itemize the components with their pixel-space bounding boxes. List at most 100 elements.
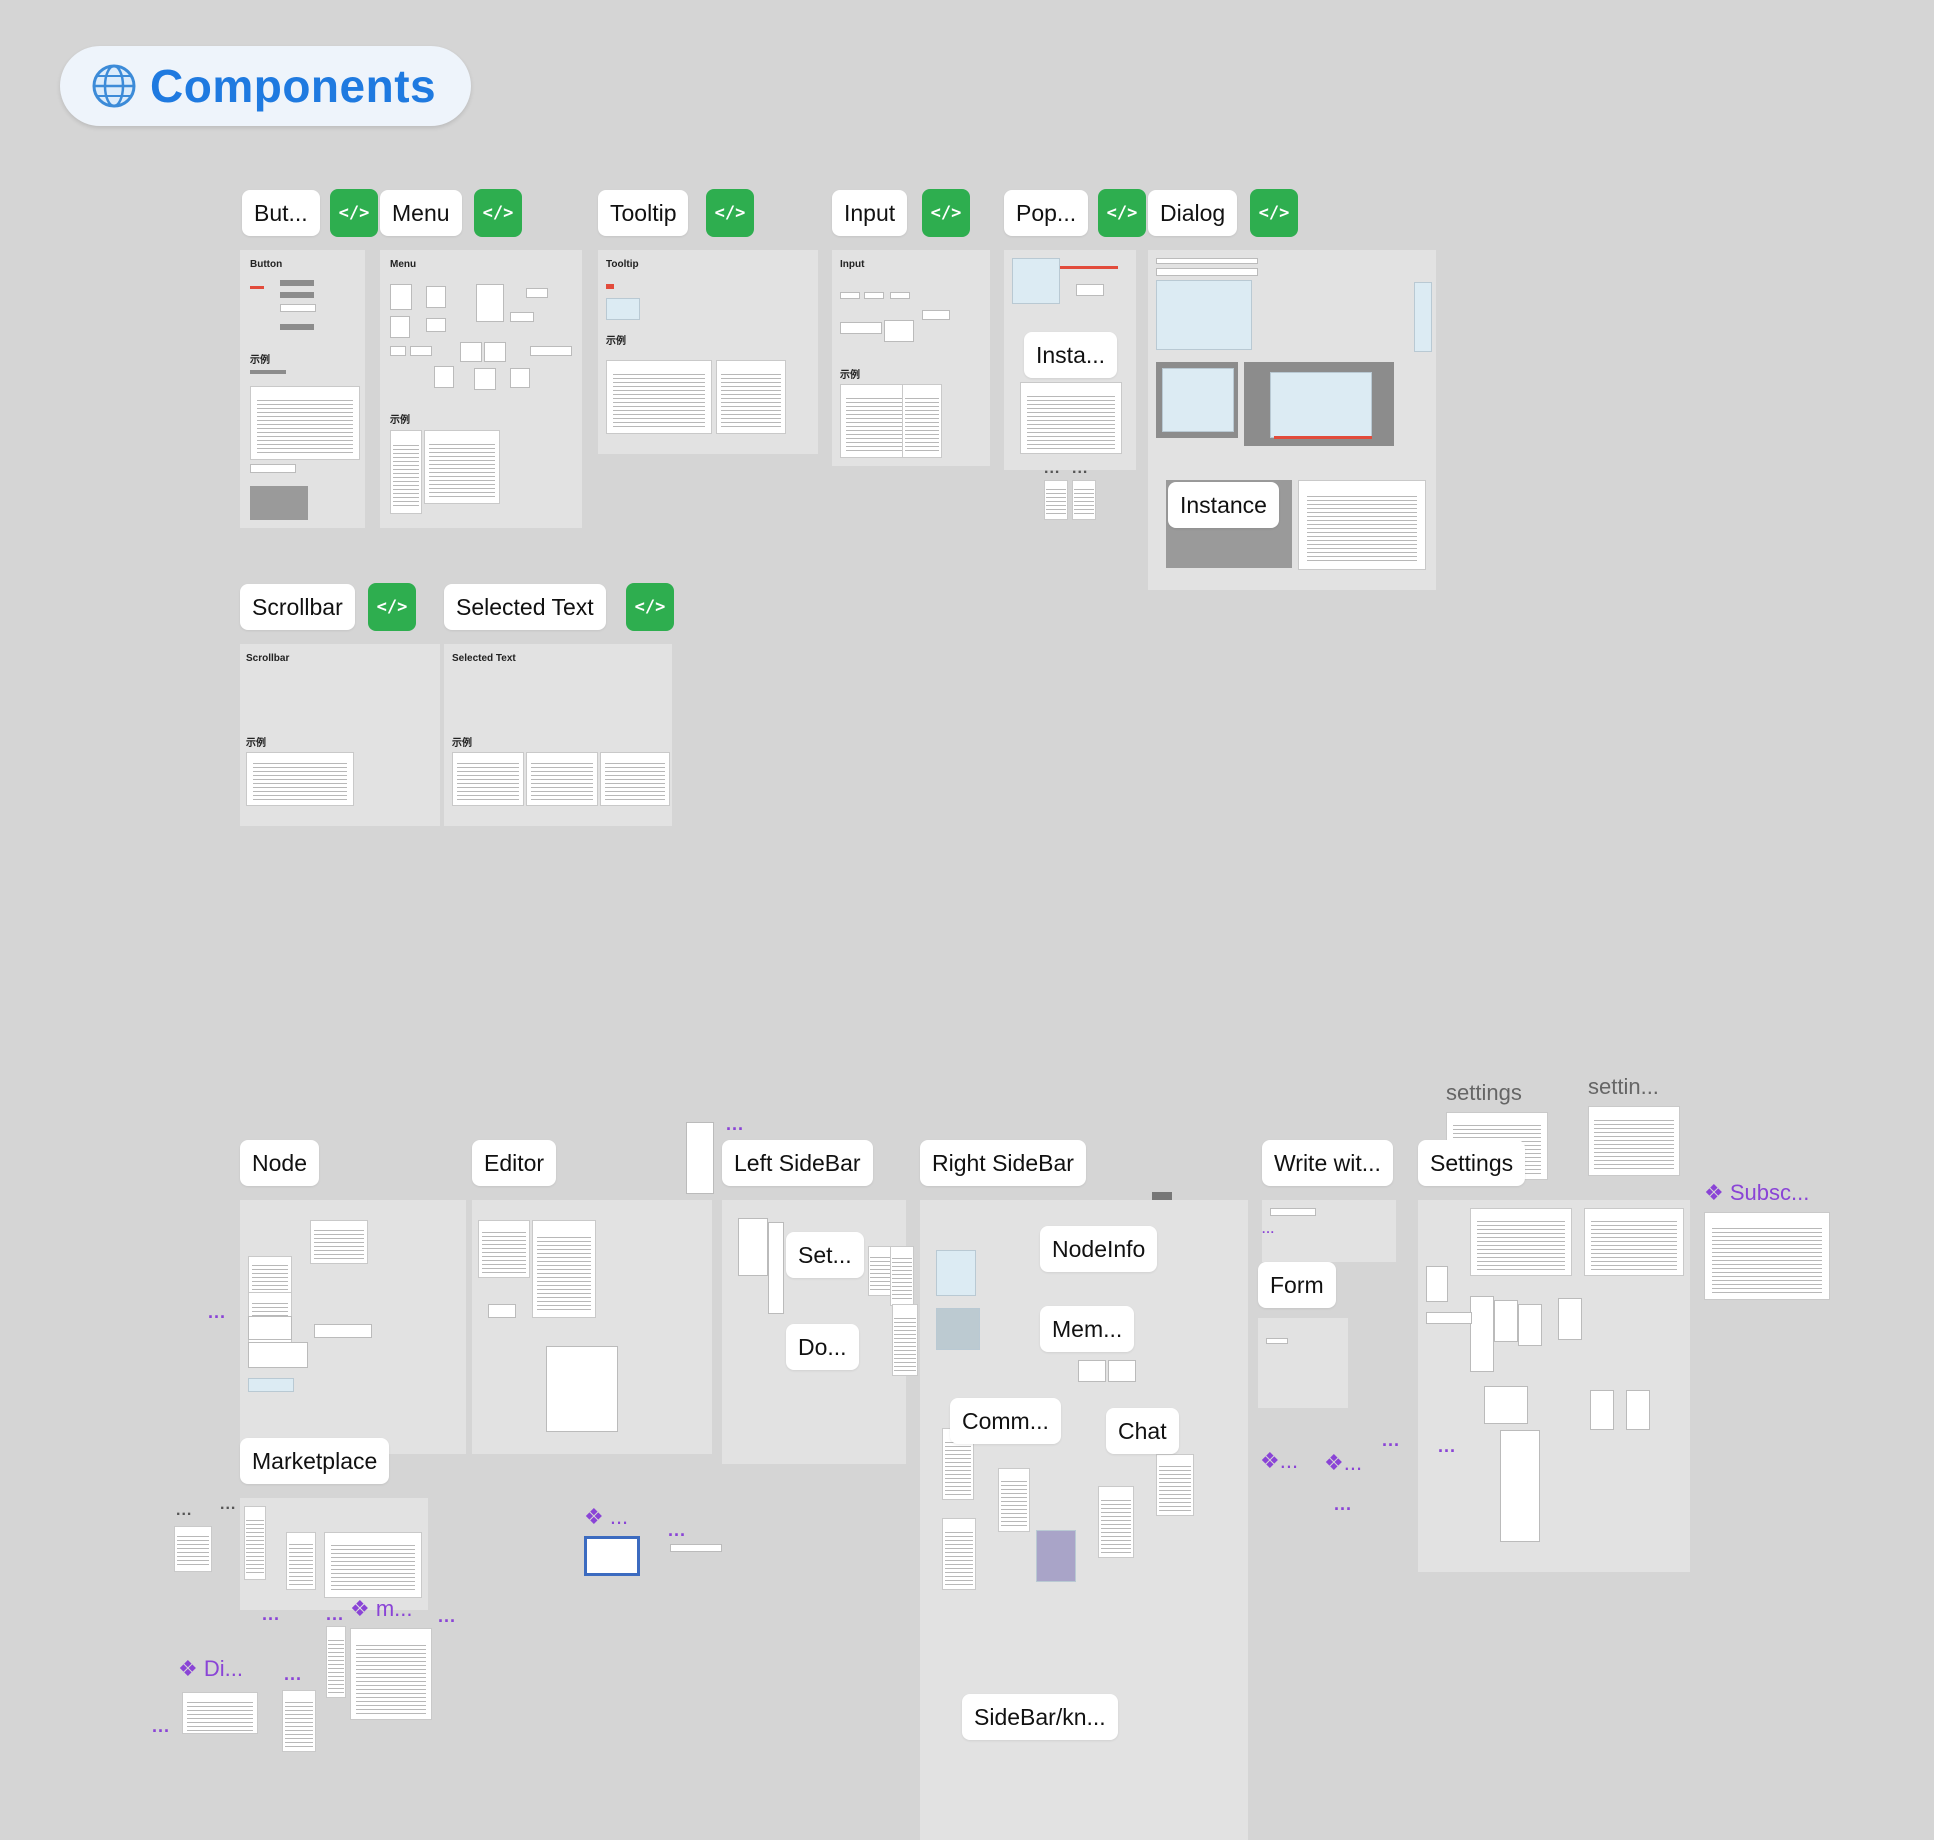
example-thumbnail[interactable]: [424, 430, 500, 504]
example-thumbnail[interactable]: [1072, 480, 1096, 520]
component-preview[interactable]: [584, 1536, 640, 1576]
right-sidebar-sub-label[interactable]: Comm...: [950, 1398, 1061, 1444]
example-thumbnail[interactable]: [942, 1518, 976, 1590]
node-frame[interactable]: [240, 1200, 466, 1454]
example-thumbnail[interactable]: [600, 752, 670, 806]
left-sidebar-sub-label[interactable]: Set...: [786, 1232, 864, 1278]
settings-frame[interactable]: [1418, 1200, 1690, 1572]
example-thumbnail[interactable]: [892, 1304, 918, 1376]
editor-frame[interactable]: [472, 1200, 712, 1454]
more-options[interactable]: ...: [1044, 460, 1061, 477]
example-thumbnail[interactable]: [246, 752, 354, 806]
more-options[interactable]: ...: [284, 1664, 303, 1684]
marketplace-frame[interactable]: [240, 1498, 428, 1610]
example-thumbnail[interactable]: [1588, 1106, 1680, 1176]
form-page-label[interactable]: Form: [1258, 1262, 1336, 1308]
button-frame[interactable]: Button 示例: [240, 250, 365, 528]
left-sidebar-sub-label[interactable]: Do...: [786, 1324, 859, 1370]
marketplace-page-label[interactable]: Marketplace: [240, 1438, 390, 1484]
button-section-label[interactable]: But...: [242, 190, 320, 236]
left-sidebar-page-label[interactable]: Left SideBar: [722, 1140, 873, 1186]
example-thumbnail[interactable]: [526, 752, 598, 806]
more-options[interactable]: ...: [668, 1520, 687, 1540]
tooltip-frame[interactable]: Tooltip 示例: [598, 250, 818, 454]
editor-page-label[interactable]: Editor: [472, 1140, 557, 1186]
example-thumbnail[interactable]: [890, 1246, 914, 1306]
component-link[interactable]: ❖ ...: [584, 1504, 629, 1529]
example-thumbnail[interactable]: [1156, 1454, 1194, 1516]
example-thumbnail[interactable]: [606, 360, 712, 434]
button-code-icon[interactable]: </>: [330, 189, 378, 237]
popover-code-icon[interactable]: </>: [1098, 189, 1146, 237]
dialog-instance-label[interactable]: Instance: [1168, 482, 1279, 528]
example-thumbnail[interactable]: [716, 360, 786, 434]
example-thumbnail[interactable]: [1298, 480, 1426, 570]
example-thumbnail[interactable]: [282, 1690, 316, 1752]
example-thumbnail[interactable]: [1044, 480, 1068, 520]
m-component-link[interactable]: ❖ m...: [350, 1596, 413, 1621]
more-options[interactable]: ...: [326, 1604, 345, 1624]
example-thumbnail[interactable]: [350, 1628, 432, 1720]
example-thumbnail[interactable]: [1098, 1486, 1134, 1558]
menu-code-icon[interactable]: </>: [474, 189, 522, 237]
tooltip-section-label[interactable]: Tooltip: [598, 190, 689, 236]
example-thumbnail[interactable]: [1704, 1212, 1830, 1300]
example-thumbnail[interactable]: [310, 1220, 368, 1264]
dialog-section-label[interactable]: Dialog: [1148, 190, 1238, 236]
tooltip-code-icon[interactable]: </>: [706, 189, 754, 237]
example-thumbnail[interactable]: [324, 1532, 422, 1598]
write-with-page-label[interactable]: Write wit...: [1262, 1140, 1393, 1186]
menu-section-label[interactable]: Menu: [380, 190, 462, 236]
example-thumbnail[interactable]: [902, 384, 942, 458]
more-options[interactable]: ...: [152, 1716, 171, 1736]
dialog-code-icon[interactable]: </>: [1250, 189, 1298, 237]
example-thumbnail[interactable]: [286, 1532, 316, 1590]
scrollbar-section-label[interactable]: Scrollbar: [240, 584, 355, 630]
right-sidebar-sub-label[interactable]: SideBar/kn...: [962, 1694, 1118, 1740]
page-header[interactable]: Components: [60, 46, 471, 126]
dialog-frame[interactable]: [1148, 250, 1436, 590]
more-options[interactable]: ...: [176, 1502, 193, 1519]
selected-text-section-label[interactable]: Selected Text: [444, 584, 606, 630]
selected-text-code-icon[interactable]: </>: [626, 583, 674, 631]
input-section-label[interactable]: Input: [832, 190, 908, 236]
example-thumbnail[interactable]: [174, 1526, 212, 1572]
example-thumbnail[interactable]: [1584, 1208, 1684, 1276]
example-thumbnail[interactable]: [182, 1692, 258, 1734]
menu-frame[interactable]: Menu 示例: [380, 250, 582, 528]
more-options[interactable]: ...: [438, 1606, 457, 1626]
more-options[interactable]: ...: [220, 1496, 237, 1513]
di-component-link[interactable]: ❖ Di...: [178, 1656, 243, 1681]
example-thumbnail[interactable]: [248, 1256, 292, 1296]
component-link[interactable]: ❖...: [1260, 1448, 1299, 1473]
example-thumbnail[interactable]: [390, 430, 422, 514]
scrollbar-code-icon[interactable]: </>: [368, 583, 416, 631]
example-thumbnail[interactable]: [244, 1506, 266, 1580]
more-options[interactable]: ...: [208, 1302, 227, 1322]
scrollbar-frame[interactable]: Scrollbar 示例: [240, 644, 440, 826]
example-thumbnail[interactable]: [998, 1468, 1030, 1532]
input-code-icon[interactable]: </>: [922, 189, 970, 237]
more-options[interactable]: ...: [726, 1114, 745, 1134]
example-thumbnail[interactable]: [532, 1220, 596, 1318]
example-thumbnail[interactable]: [478, 1220, 530, 1278]
selected-text-frame[interactable]: Selected Text 示例: [444, 644, 672, 826]
right-sidebar-sub-label[interactable]: NodeInfo: [1040, 1226, 1158, 1272]
example-thumbnail[interactable]: [326, 1626, 346, 1698]
right-sidebar-sub-label[interactable]: Mem...: [1040, 1306, 1135, 1352]
example-thumbnail[interactable]: [250, 386, 360, 460]
more-options[interactable]: ...: [1072, 460, 1089, 477]
example-thumbnail[interactable]: [868, 1246, 892, 1296]
example-thumbnail[interactable]: [452, 752, 524, 806]
more-options[interactable]: ...: [1382, 1430, 1401, 1450]
example-thumbnail[interactable]: [250, 464, 296, 473]
popover-section-label[interactable]: Pop...: [1004, 190, 1089, 236]
more-options[interactable]: ...: [262, 1604, 281, 1624]
input-frame[interactable]: Input 示例: [832, 250, 990, 466]
example-dialog[interactable]: [250, 486, 308, 520]
component-link[interactable]: ❖...: [1324, 1450, 1363, 1475]
right-sidebar-sub-label[interactable]: Chat: [1106, 1408, 1179, 1454]
right-sidebar-frame[interactable]: [920, 1192, 1248, 1840]
more-options[interactable]: ...: [1438, 1436, 1457, 1456]
write-with-frame[interactable]: ...: [1262, 1200, 1396, 1262]
